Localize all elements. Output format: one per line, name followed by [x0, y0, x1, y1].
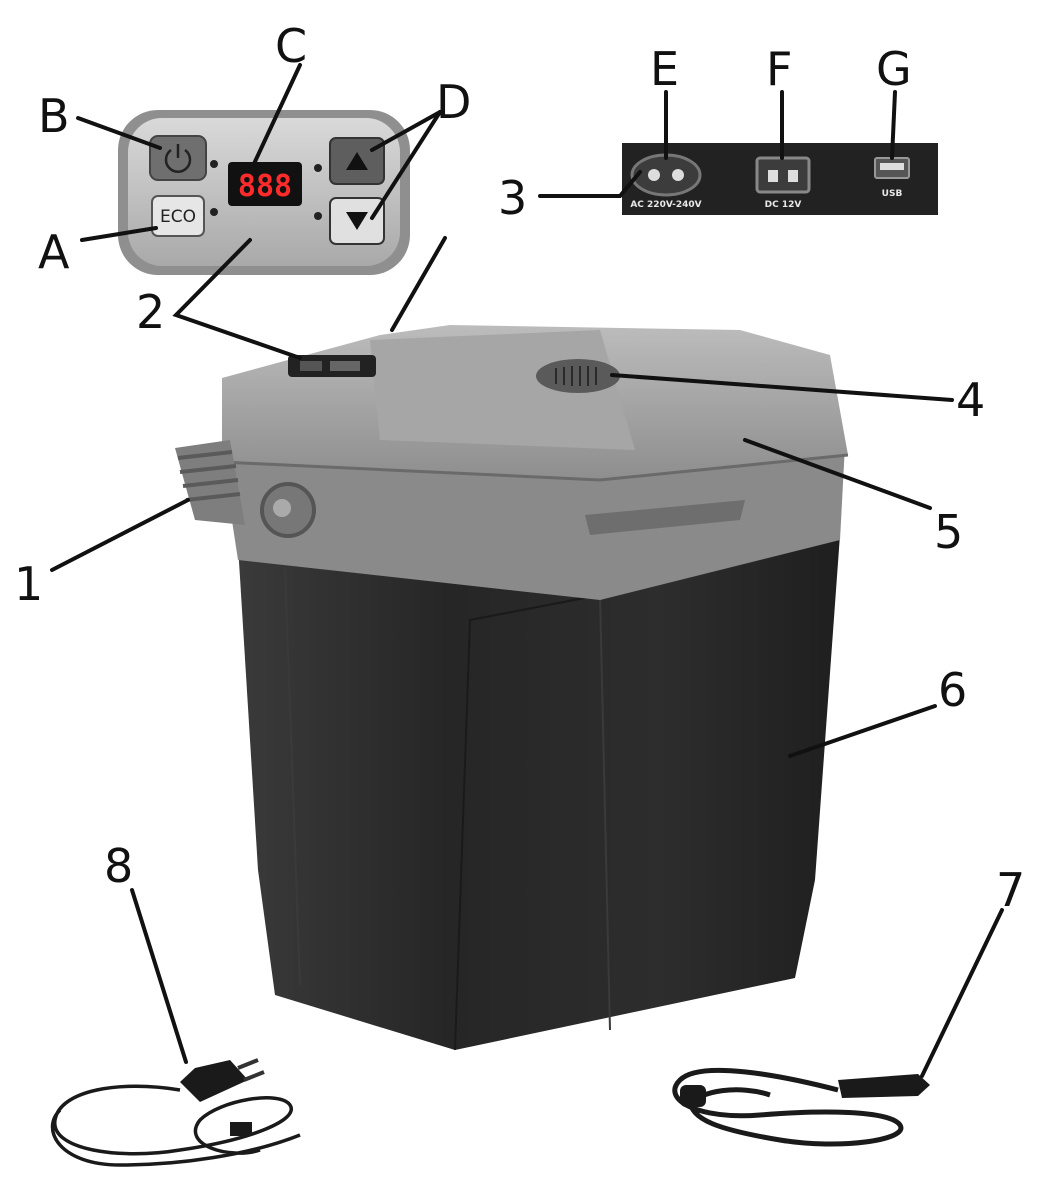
- callout-G: G: [876, 42, 912, 96]
- cooler-box: [175, 325, 849, 1051]
- callout-1: 1: [14, 557, 43, 611]
- callout-4: 4: [956, 373, 985, 427]
- leader-lines: [50, 63, 1004, 1078]
- callout-labels: B A C D E F G 3 2 4 5 1 6 7 8: [14, 19, 1025, 917]
- callout-E: E: [650, 42, 679, 96]
- power-button[interactable]: [149, 135, 207, 181]
- callout-F: F: [766, 42, 792, 96]
- lid-front-recess: [585, 500, 745, 535]
- arrow-down-icon: [346, 212, 368, 230]
- fan-vent: [536, 359, 620, 393]
- ac-port-label: AC 220V-240V: [630, 200, 701, 210]
- cooler-body: [238, 535, 840, 1050]
- callout-8: 8: [104, 839, 133, 893]
- callout-3: 3: [498, 171, 527, 225]
- power-icon: [164, 144, 192, 173]
- down-indicator-dot: [314, 212, 322, 220]
- control-panel: ECO 888: [118, 110, 410, 275]
- up-indicator-dot: [314, 164, 322, 172]
- callout-5: 5: [934, 505, 963, 559]
- arrow-up-icon: [346, 152, 368, 170]
- down-button[interactable]: [329, 197, 385, 245]
- callout-C: C: [275, 19, 307, 73]
- ac-plug: [180, 1060, 248, 1102]
- lid-rim: [222, 445, 845, 600]
- car-plug: [838, 1074, 930, 1098]
- ac-power-port: AC 220V-240V: [630, 153, 702, 210]
- eco-button[interactable]: ECO: [151, 195, 205, 237]
- ac-power-cable: [50, 1058, 301, 1167]
- port-strip: AC 220V-240V DC 12V USB: [622, 143, 938, 215]
- dc-port-label: DC 12V: [765, 200, 802, 210]
- callout-6: 6: [938, 663, 967, 717]
- temperature-display-value: 888: [238, 169, 292, 204]
- power-indicator-dot: [210, 160, 218, 168]
- dc-car-cable: [672, 1067, 930, 1147]
- eco-indicator-dot: [210, 208, 218, 216]
- dc-power-port: DC 12V: [755, 156, 811, 210]
- callout-2: 2: [136, 285, 165, 339]
- up-button[interactable]: [329, 137, 385, 185]
- eco-button-label: ECO: [160, 207, 196, 227]
- callout-A: A: [38, 225, 70, 279]
- temperature-display: [228, 162, 302, 206]
- callout-7: 7: [996, 863, 1025, 917]
- usb-port-label: USB: [882, 189, 903, 199]
- callout-D: D: [436, 75, 471, 129]
- carry-handle: [175, 440, 316, 538]
- callout-B: B: [38, 89, 70, 143]
